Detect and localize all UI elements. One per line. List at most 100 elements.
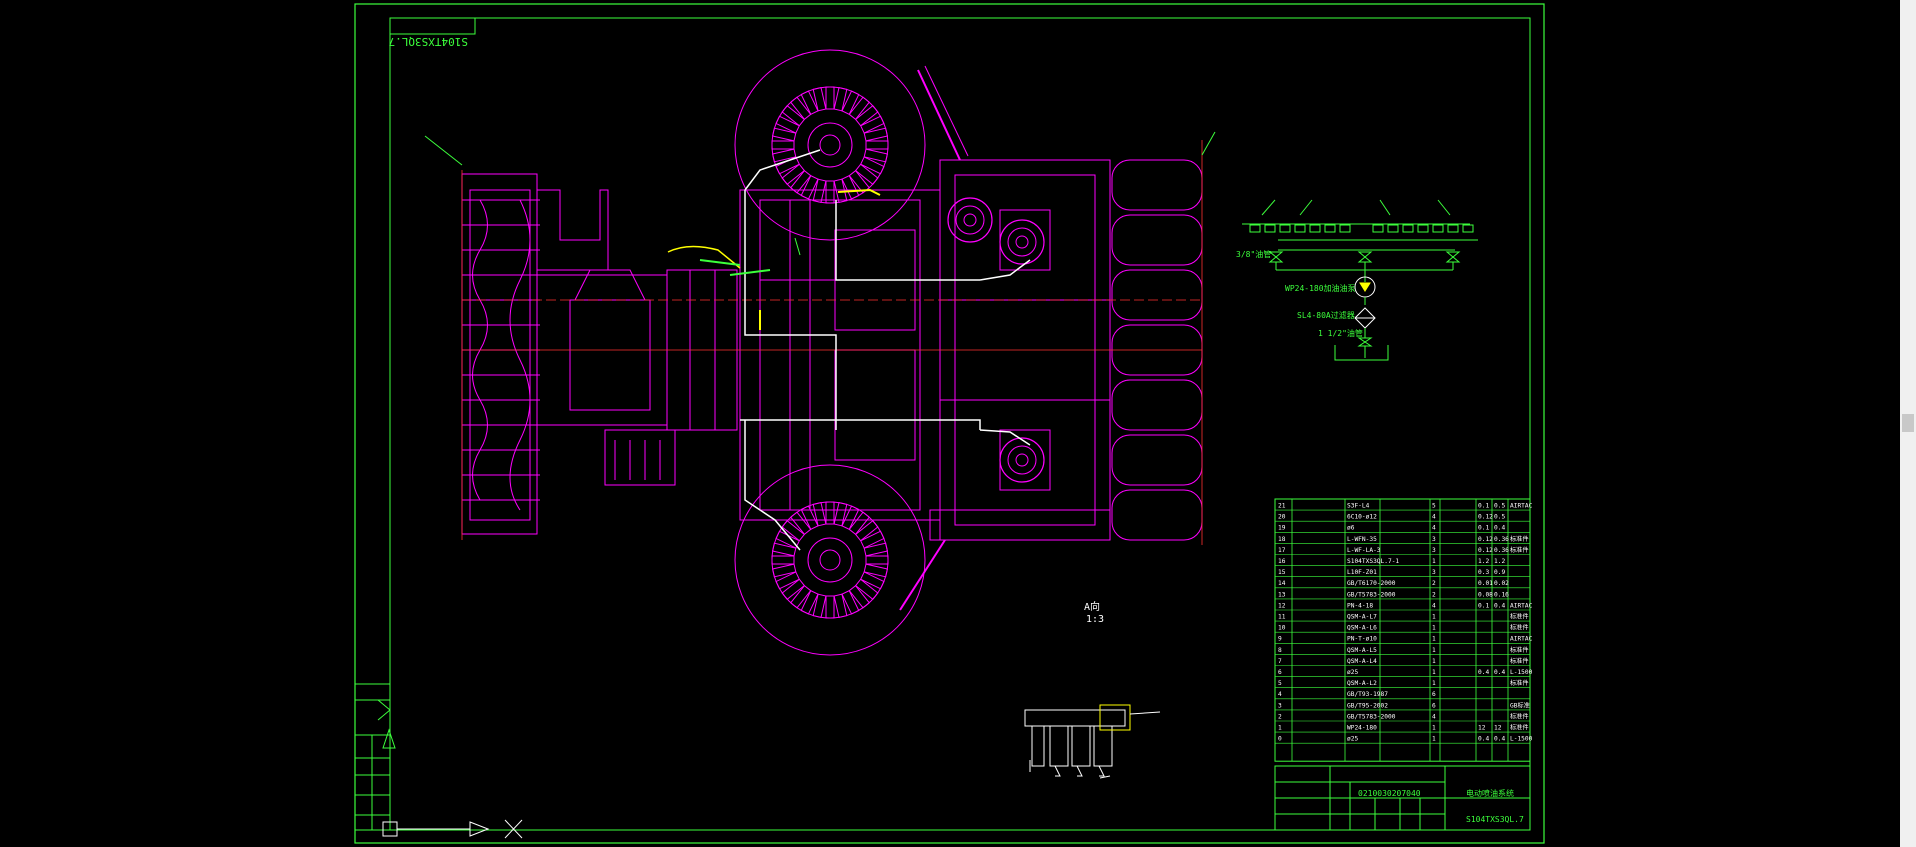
bom-cell: GB/T93-1987 — [1347, 691, 1388, 698]
bom-cell: 0 — [1278, 736, 1282, 743]
bom-cell: 1 — [1432, 658, 1436, 665]
rotor-tooth — [825, 595, 835, 619]
scrollbar-thumb[interactable] — [1902, 414, 1914, 432]
bom-cell: 1 — [1432, 680, 1436, 687]
bom-cell: 3 — [1278, 702, 1282, 709]
leader-lines — [424, 131, 1216, 256]
bom-cell: 0.3 — [1478, 569, 1489, 576]
inner-frame — [389, 17, 1531, 831]
bom-cell: 1 — [1432, 725, 1436, 732]
bom-cell: 2 — [1432, 580, 1436, 587]
nozzle — [1279, 224, 1291, 233]
bom-cell: 1.2 — [1478, 558, 1489, 565]
bom-cell: 7 — [1278, 658, 1282, 665]
oil-pipelines — [667, 149, 1031, 551]
bom-cell: PN-4-18 — [1347, 602, 1373, 609]
bom-cell: 1 — [1432, 669, 1436, 676]
rotor-tooth — [772, 127, 797, 142]
rotor-tooth — [771, 140, 795, 150]
bom-cell: GB/T5783-2000 — [1347, 713, 1396, 720]
bom-cell: 9 — [1278, 636, 1282, 643]
bom-cell: 1 — [1432, 625, 1436, 632]
bom-cell: 0.4 — [1494, 525, 1505, 532]
bom-cell: 0.1 — [1478, 503, 1489, 510]
bom-cell: 标准件 — [1510, 679, 1529, 687]
axis-markers — [382, 819, 523, 839]
rotor-tooth — [800, 90, 819, 115]
bom-cell: 0.36 — [1494, 547, 1509, 554]
nozzle — [1309, 224, 1321, 233]
rotor-tooth — [771, 555, 795, 565]
bom-cell: 13 — [1278, 591, 1286, 598]
strainer-label: SL4-80A过滤器 — [1297, 310, 1355, 320]
bom-cell: 1 — [1278, 725, 1282, 732]
bom-cell: 标准件 — [1510, 613, 1529, 621]
rotor-tooth — [833, 593, 848, 618]
rotor-tooth — [860, 571, 885, 590]
nozzle — [1324, 224, 1336, 233]
bom-cell: 6C10-ø12 — [1347, 514, 1377, 521]
nozzle — [1447, 224, 1459, 233]
bom-cell: 1 — [1432, 647, 1436, 654]
bom-cell: 0.4 — [1478, 669, 1489, 676]
bom-cell: 0.5 — [1494, 514, 1505, 521]
vertical-scrollbar[interactable] — [1900, 0, 1916, 847]
bom-cell: PN-T-ø10 — [1347, 636, 1377, 643]
rotor-tooth — [812, 502, 827, 527]
nozzle — [1294, 224, 1306, 233]
bom-cell: 1 — [1432, 636, 1436, 643]
pump-label: WP24-180加油油泵 — [1285, 283, 1356, 293]
nozzle — [1462, 224, 1474, 233]
bom-cell: GB/T95-2002 — [1347, 702, 1388, 709]
bom-cell: ø6 — [1347, 525, 1355, 532]
rotor-tooth — [775, 156, 800, 175]
lower-flange — [999, 437, 1045, 483]
bom-cell: L-1500 — [1510, 669, 1533, 676]
bom-cell: QSM-A-L7 — [1347, 614, 1377, 621]
bom-cell: 16 — [1278, 558, 1286, 565]
sheet-number: S104TXS3QL.7 — [1466, 815, 1524, 824]
rotor-tooth — [860, 530, 885, 549]
left-revision-strip — [354, 683, 396, 831]
bom-cell: 21 — [1278, 503, 1286, 510]
lube-schematic — [1242, 199, 1478, 361]
bom-cell: GB/T6170-2000 — [1347, 580, 1396, 587]
rotor-tooth — [841, 590, 860, 615]
view-scale: 1:3 — [1086, 614, 1104, 625]
bom-cell: QSM-A-L6 — [1347, 625, 1377, 632]
rotor-tooth — [863, 148, 888, 163]
bom-cell: 2 — [1432, 591, 1436, 598]
bom-cell: S104TXS3QL.7-1 — [1347, 558, 1399, 565]
bom-cell: 12 — [1478, 725, 1486, 732]
bom-cell: 0.08 — [1478, 591, 1493, 598]
bom-cell: 0.4 — [1494, 669, 1505, 676]
rotor-tooth — [860, 115, 885, 134]
bom-cell: 4 — [1432, 713, 1436, 720]
bom-cell: 3 — [1432, 547, 1436, 554]
bom-cell: ø25 — [1347, 736, 1358, 743]
bom-cell: 0.1 — [1478, 525, 1489, 532]
bom-cell: 20 — [1278, 514, 1286, 521]
bom-cell: S3F-L4 — [1347, 503, 1370, 510]
bom-cell: AIRTAC — [1510, 503, 1533, 510]
bom-cell: 5 — [1278, 680, 1282, 687]
bom-cell: 15 — [1278, 569, 1286, 576]
rotor-tooth — [863, 542, 888, 557]
bom-cell: AIRTAC — [1510, 602, 1533, 609]
nozzle — [1402, 224, 1414, 233]
bom-cell: 18 — [1278, 536, 1286, 543]
bom-cell: 12 — [1278, 602, 1286, 609]
bom-cell: 8 — [1278, 647, 1282, 654]
rotor-tooth — [812, 178, 827, 203]
rotor-tooth — [825, 501, 835, 525]
bom-cell: 11 — [1278, 614, 1286, 621]
bom-cell: 12 — [1494, 725, 1502, 732]
bom-cell: 标准件 — [1510, 624, 1529, 632]
rotor-tooth — [841, 90, 860, 115]
bom-cell: GB标准 — [1510, 701, 1530, 709]
bom-cell: 0.1 — [1478, 602, 1489, 609]
nozzle — [1372, 224, 1384, 233]
bom-cell: QSM-A-L5 — [1347, 647, 1377, 654]
rotor-tooth — [775, 115, 800, 134]
